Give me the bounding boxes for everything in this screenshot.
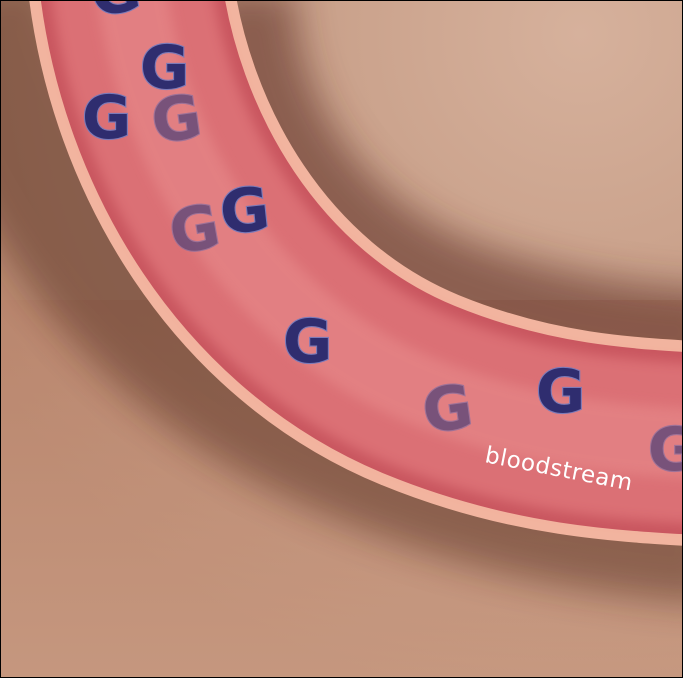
g-particle: G	[283, 307, 332, 377]
g-particle: G	[82, 83, 131, 153]
g-particle: G	[536, 357, 585, 427]
g-particle: G	[147, 82, 206, 158]
g-particle: G	[217, 174, 273, 249]
g-particle: G	[648, 415, 683, 485]
g-particle: G	[418, 372, 477, 448]
